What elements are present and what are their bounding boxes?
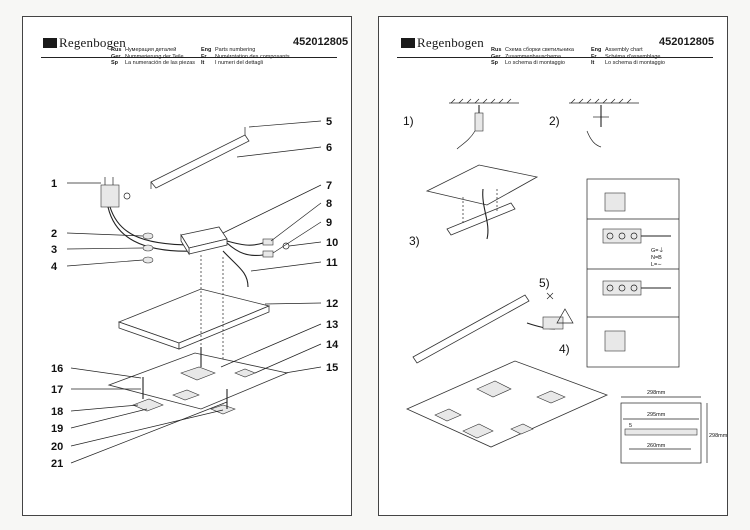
article-number: 452012805 bbox=[293, 36, 349, 48]
wiring-label: L=∼ bbox=[651, 262, 662, 268]
led-module bbox=[476, 380, 512, 398]
connector-icon bbox=[604, 192, 626, 212]
part-number: 14 bbox=[326, 339, 339, 351]
ceiling-plane bbox=[425, 164, 539, 206]
part-number: 10 bbox=[326, 237, 338, 249]
led-module bbox=[210, 404, 236, 415]
step-label: 5) bbox=[539, 276, 550, 290]
connector-icon bbox=[604, 330, 626, 352]
part-number: 19 bbox=[51, 423, 63, 435]
brand-name: Regenbogen bbox=[59, 35, 126, 50]
wiring-inset-frame bbox=[586, 178, 680, 368]
step-label: 2) bbox=[549, 114, 560, 128]
part-number: 5 bbox=[326, 116, 332, 128]
mounting-bracket bbox=[150, 134, 250, 189]
step-label: 3) bbox=[409, 234, 420, 248]
header-rule bbox=[41, 57, 337, 58]
led-module bbox=[462, 423, 494, 439]
luminaire-panel bbox=[406, 360, 609, 448]
header-rule bbox=[397, 57, 713, 58]
part-number: 13 bbox=[326, 319, 338, 331]
step-label: 1) bbox=[403, 114, 414, 128]
part-number: 7 bbox=[326, 180, 332, 192]
led-module bbox=[536, 390, 566, 404]
led-module bbox=[132, 398, 164, 412]
logo-mark-icon bbox=[43, 38, 57, 48]
article-number: 452012805 bbox=[659, 36, 715, 48]
part-number: 16 bbox=[51, 363, 63, 375]
part-number: 21 bbox=[51, 458, 63, 470]
dimension-outline bbox=[620, 402, 702, 464]
nut-part bbox=[142, 232, 154, 240]
part-number: 15 bbox=[326, 362, 338, 374]
wiring-label: N=B bbox=[651, 255, 662, 261]
led-module bbox=[180, 366, 216, 381]
logo-mark-icon bbox=[401, 38, 415, 48]
part-number: 18 bbox=[51, 406, 63, 418]
dimension-label: 5 bbox=[629, 423, 632, 429]
part-number: 17 bbox=[51, 384, 63, 396]
diffuser-panel bbox=[107, 352, 289, 410]
part-number: 11 bbox=[326, 257, 338, 269]
part-number: 6 bbox=[326, 142, 332, 154]
nut-part bbox=[142, 244, 154, 252]
screw-icon bbox=[546, 292, 554, 300]
warning-icon bbox=[556, 308, 574, 324]
part-number: 20 bbox=[51, 441, 63, 453]
dimension-label: 295mm bbox=[647, 412, 666, 418]
part-number: 3 bbox=[51, 244, 57, 256]
part-number: 12 bbox=[326, 298, 338, 310]
part-number: 2 bbox=[51, 228, 57, 240]
part-number: 8 bbox=[326, 198, 332, 210]
part-number: 1 bbox=[51, 178, 57, 190]
brand-name: Regenbogen bbox=[417, 35, 484, 50]
led-module bbox=[172, 389, 200, 401]
mounting-bracket bbox=[446, 202, 516, 236]
assembly-diagram: 1) 2) 3) G=⏚ N=B L=∼ bbox=[403, 98, 728, 464]
wiring-label: G=⏚ bbox=[651, 247, 664, 254]
terminal-block bbox=[100, 184, 120, 208]
dimension-label: 298mm bbox=[647, 390, 666, 396]
terminal-block-icon bbox=[602, 228, 642, 244]
mounting-bracket bbox=[412, 294, 530, 364]
terminal-block-icon bbox=[602, 280, 642, 296]
dimension-label: 298mm bbox=[709, 433, 728, 439]
part-number: 9 bbox=[326, 217, 332, 229]
part-number: 4 bbox=[51, 261, 58, 273]
brand-logo: Regenbogen bbox=[401, 35, 484, 51]
brand-logo: Regenbogen bbox=[43, 35, 126, 51]
step-label: 4) bbox=[559, 342, 570, 356]
drill-icon bbox=[474, 112, 484, 132]
supply-wire bbox=[109, 206, 194, 246]
nut-part bbox=[142, 256, 154, 264]
exploded-parts-diagram: 1 2 3 4 5 6 7 8 9 10 11 12 13 14 15 16 1… bbox=[51, 116, 339, 470]
dimension-label: 260mm bbox=[647, 443, 666, 449]
led-module bbox=[510, 423, 534, 435]
led-module bbox=[434, 408, 462, 422]
